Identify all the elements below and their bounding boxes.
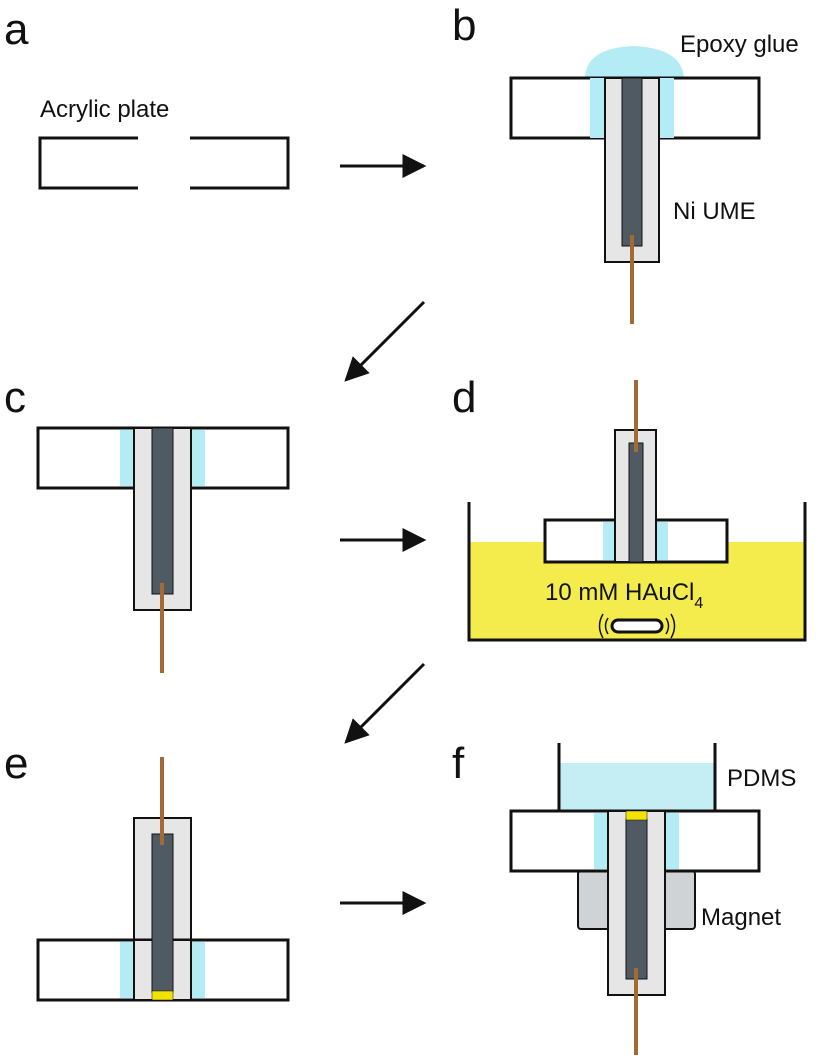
nickel-core [151, 427, 174, 595]
acrylic-plate-with-hole [38, 136, 290, 190]
epoxy-fill-left [594, 813, 608, 869]
epoxy-fill-right [659, 78, 674, 138]
panel-a: a Acrylic plate [4, 5, 290, 190]
panel-letter-d: d [452, 373, 476, 422]
panel-e: e [4, 739, 290, 1002]
epoxy-fill-left [590, 78, 605, 138]
arrow-b-to-c [344, 300, 426, 382]
epoxy-fill-left [120, 942, 134, 998]
beaker [467, 502, 807, 642]
pdms-layer [559, 763, 715, 811]
panel-letter-a: a [4, 5, 29, 54]
pdms-well [557, 743, 717, 811]
panel-f: f PDMS Magnet [452, 739, 796, 1055]
stir-bar [610, 618, 664, 634]
epoxy-fill-right [656, 522, 668, 560]
epoxy-fill-right [665, 813, 679, 869]
acrylic-plate-label: Acrylic plate [40, 96, 169, 123]
epoxy-fill-right [191, 430, 205, 486]
vibration-marks [598, 613, 676, 639]
panel-d: d 10 mM HAuCl4 [452, 373, 807, 642]
gold-tip [625, 810, 648, 821]
ni-ume-label: Ni UME [673, 198, 756, 225]
panel-b: b Epoxy glue Ni UME [452, 1, 799, 324]
gold-tip [151, 990, 174, 1001]
nickel-core [621, 77, 643, 247]
panel-letter-c: c [4, 373, 26, 422]
nickel-core [628, 442, 644, 563]
epoxy-fill-left [603, 522, 615, 560]
panel-letter-e: e [4, 739, 28, 788]
panel-letter-f: f [452, 739, 465, 788]
epoxy-glue-label: Epoxy glue [680, 31, 799, 58]
epoxy-fill-left [120, 430, 134, 486]
solution-label: 10 mM HAuCl4 [545, 579, 703, 612]
epoxy-glue-dome [585, 46, 684, 78]
panel-letter-b: b [452, 1, 476, 50]
pdms-label: PDMS [727, 765, 796, 792]
epoxy-fill-right [191, 942, 205, 998]
magnet-label: Magnet [701, 904, 781, 931]
nickel-core [625, 818, 648, 980]
arrow-d-to-e [344, 662, 426, 744]
panel-c: c [4, 373, 290, 673]
nickel-core [151, 833, 174, 993]
